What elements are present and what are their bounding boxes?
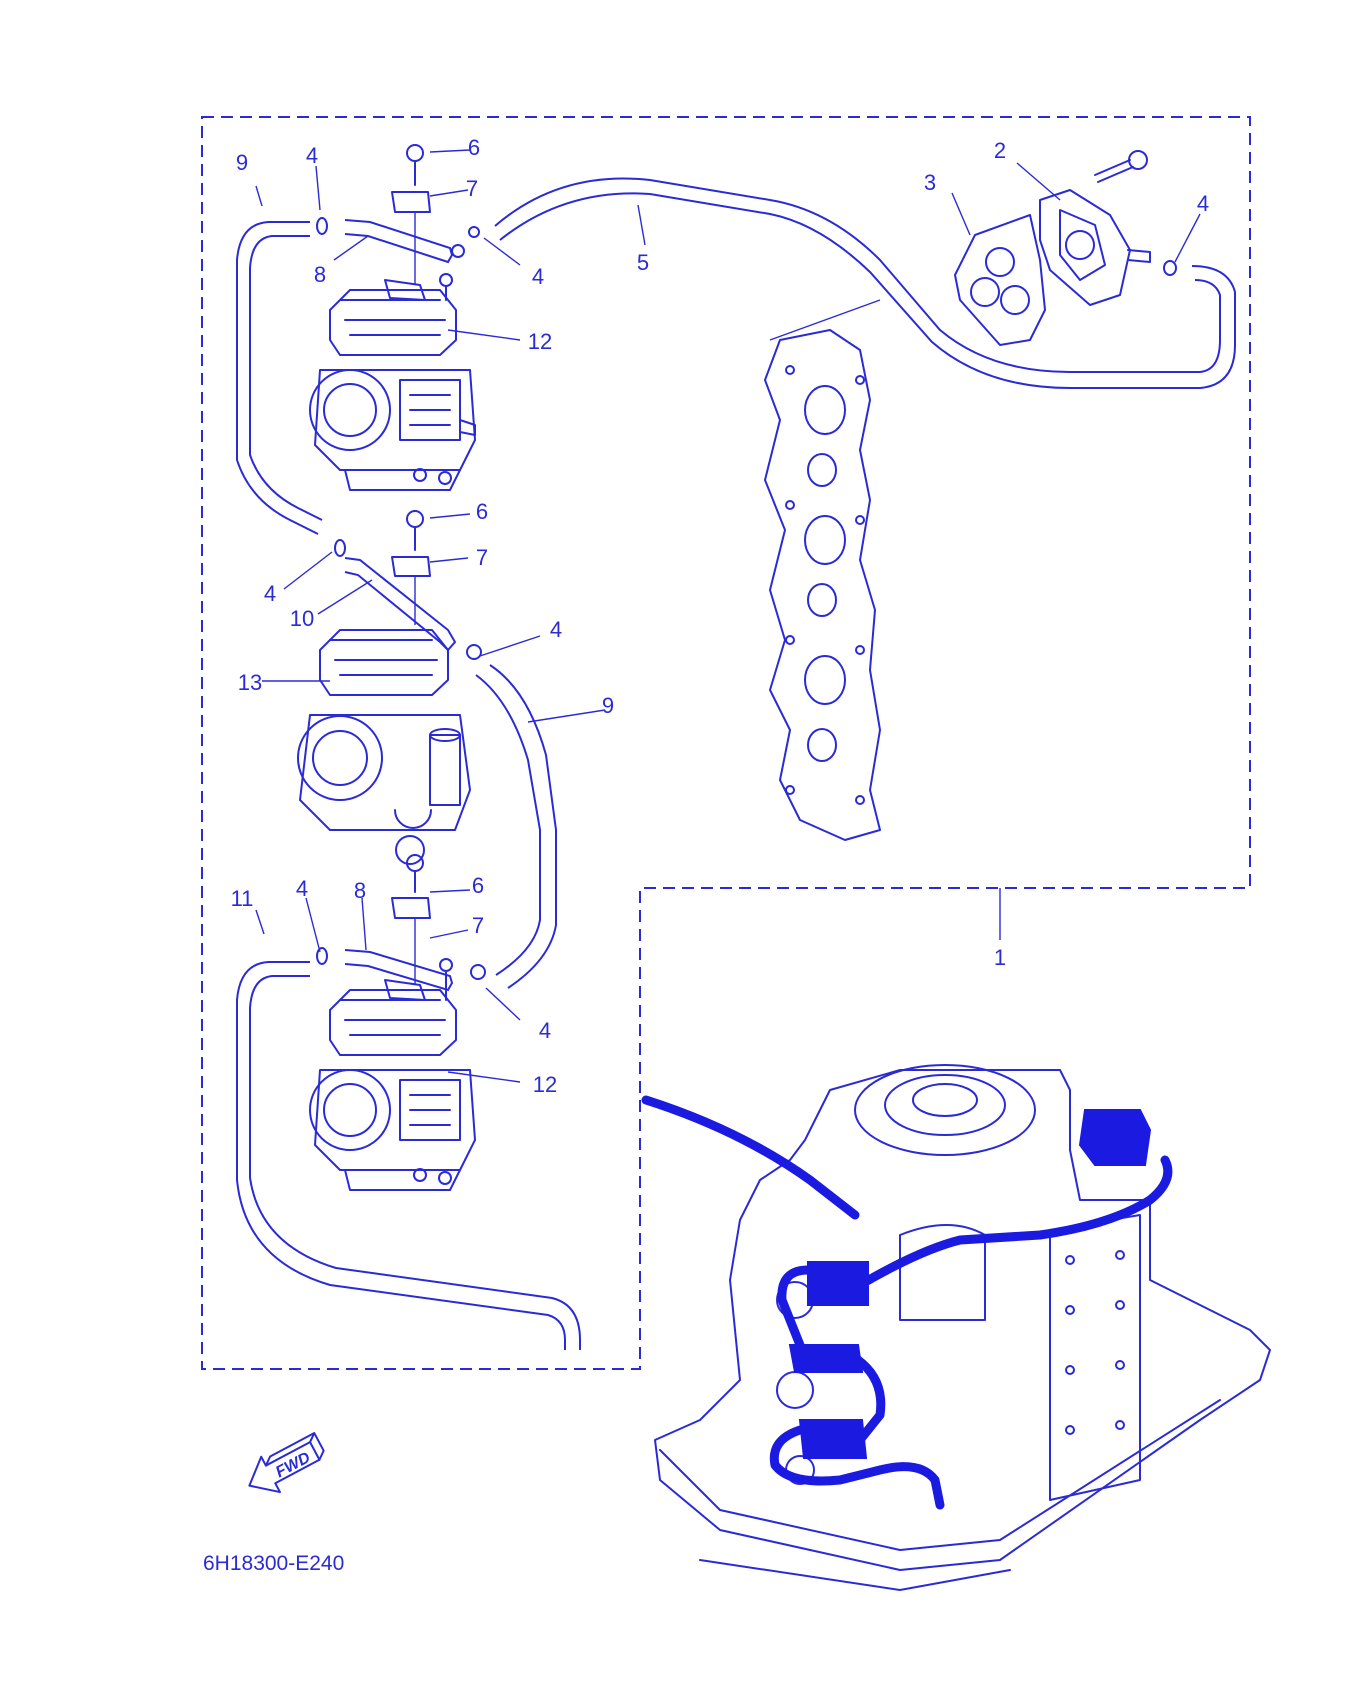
callout-5: 5 bbox=[637, 250, 649, 275]
callout-4a: 4 bbox=[306, 143, 318, 168]
callout-labels: 1 2 3 4 4 4 4 4 4 4 5 6 6 6 7 7 7 8 8 9 … bbox=[231, 135, 1210, 1097]
callout-9a: 9 bbox=[236, 150, 248, 175]
callout-6c: 6 bbox=[472, 873, 484, 898]
callout-8b: 8 bbox=[354, 878, 366, 903]
hose-9-middle bbox=[475, 664, 557, 989]
fuel-pump-body bbox=[1039, 150, 1177, 306]
carburetor-middle bbox=[297, 510, 482, 865]
hose-5 bbox=[494, 177, 1236, 389]
engine-outline bbox=[654, 1064, 1271, 1591]
callout-9b: 9 bbox=[602, 693, 614, 718]
callout-4g: 4 bbox=[539, 1018, 551, 1043]
fuel-pump-gasket bbox=[954, 214, 1046, 346]
callout-4d: 4 bbox=[264, 581, 276, 606]
callout-12a: 12 bbox=[528, 329, 552, 354]
callout-12b: 12 bbox=[533, 1072, 557, 1097]
callout-11: 11 bbox=[231, 886, 254, 911]
callout-4c: 4 bbox=[1197, 191, 1209, 216]
callout-4b: 4 bbox=[532, 264, 544, 289]
fwd-label: FWD bbox=[273, 1449, 314, 1481]
callout-7a: 7 bbox=[466, 176, 478, 201]
callout-13: 13 bbox=[238, 670, 262, 695]
callout-6a: 6 bbox=[468, 135, 480, 160]
callout-10: 10 bbox=[290, 606, 314, 631]
callout-8a: 8 bbox=[314, 262, 326, 287]
assembly-boundary bbox=[201, 116, 1251, 1370]
hose-11 bbox=[236, 961, 581, 1350]
fwd-arrow-icon: FWD bbox=[248, 1432, 325, 1494]
carburetor-bottom bbox=[309, 854, 486, 1191]
hose-9-top bbox=[236, 221, 323, 535]
diagram-code: 6H18300-E240 bbox=[203, 1552, 344, 1575]
callout-2: 2 bbox=[994, 138, 1006, 163]
callout-6b: 6 bbox=[476, 499, 488, 524]
callout-3: 3 bbox=[924, 170, 936, 195]
carburetor-top bbox=[309, 144, 480, 491]
callout-4e: 4 bbox=[550, 617, 562, 642]
callout-4f: 4 bbox=[296, 876, 308, 901]
cylinder-head-gasket bbox=[764, 329, 881, 841]
callout-7c: 7 bbox=[472, 913, 484, 938]
callout-7b: 7 bbox=[476, 545, 488, 570]
leader-lines bbox=[255, 149, 1201, 1083]
callout-1: 1 bbox=[994, 945, 1006, 970]
gasket-bores bbox=[785, 365, 865, 805]
wiring-harness bbox=[641, 1095, 1173, 1510]
